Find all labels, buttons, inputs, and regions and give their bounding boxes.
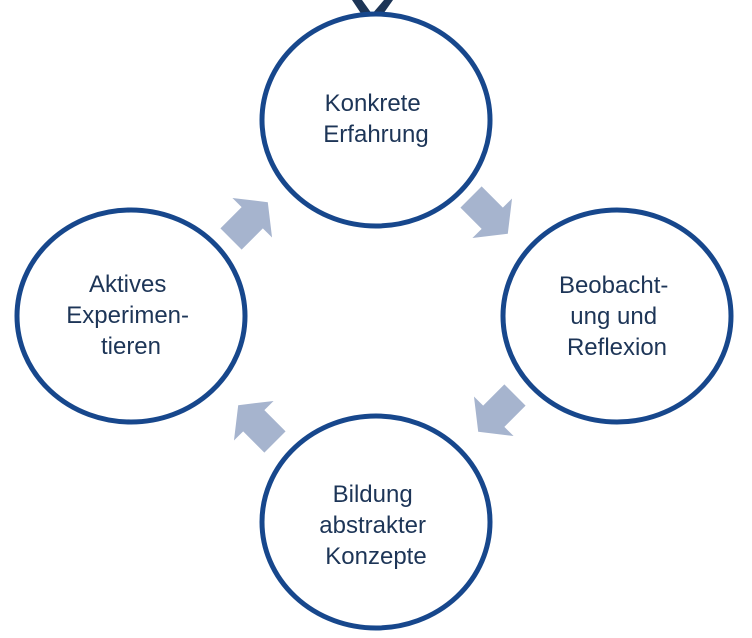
node-aktives-experimentieren: Aktives Experimen- tieren — [14, 207, 248, 425]
node-beobachtung-reflexion-line-3: Reflexion — [567, 334, 667, 361]
cycle-arrows — [220, 186, 526, 453]
node-abstrakte-konzepte-line-2: abstrakter — [319, 512, 426, 539]
cropped-title-fragment — [352, 0, 393, 24]
arrow-bottom-left — [233, 400, 286, 453]
node-aktives-experimentieren-line-3: tieren — [101, 333, 161, 360]
node-beobachtung-reflexion-line-2: ung und — [570, 303, 657, 330]
node-abstrakte-konzepte-line-3: Konzepte — [325, 543, 426, 570]
node-abstrakte-konzepte: Bildung abstrakter Konzepte — [259, 413, 493, 631]
node-konkrete-erfahrung: Konkrete Erfahrung — [259, 11, 493, 229]
node-aktives-experimentieren-line-1: Aktives — [89, 271, 166, 298]
arrow-top-left — [220, 197, 273, 250]
svg-text:Beobacht- ung und: Beobacht- ung und Reflexion — [559, 272, 675, 361]
svg-text:Bildung abstrakter: Bildung abstrakter Konzepte — [319, 481, 432, 570]
node-abstrakte-konzepte-line-1: Bildung — [333, 481, 413, 508]
node-aktives-experimentieren-line-2: Experimen- — [66, 302, 189, 329]
arrow-bottom-right — [473, 384, 526, 437]
node-beobachtung-reflexion: Beobacht- ung und Reflexion — [500, 207, 734, 425]
svg-text:Konkrete Erfahrung: Konkrete Erfahrung — [323, 90, 428, 148]
arrow-top-right — [460, 186, 513, 239]
node-beobachtung-reflexion-line-1: Beobacht- — [559, 272, 668, 299]
node-konkrete-erfahrung-line-1: Konkrete — [325, 90, 421, 117]
svg-text:Aktives Experimen-: Aktives Experimen- tieren — [66, 271, 195, 360]
node-konkrete-erfahrung-line-2: Erfahrung — [323, 121, 428, 148]
